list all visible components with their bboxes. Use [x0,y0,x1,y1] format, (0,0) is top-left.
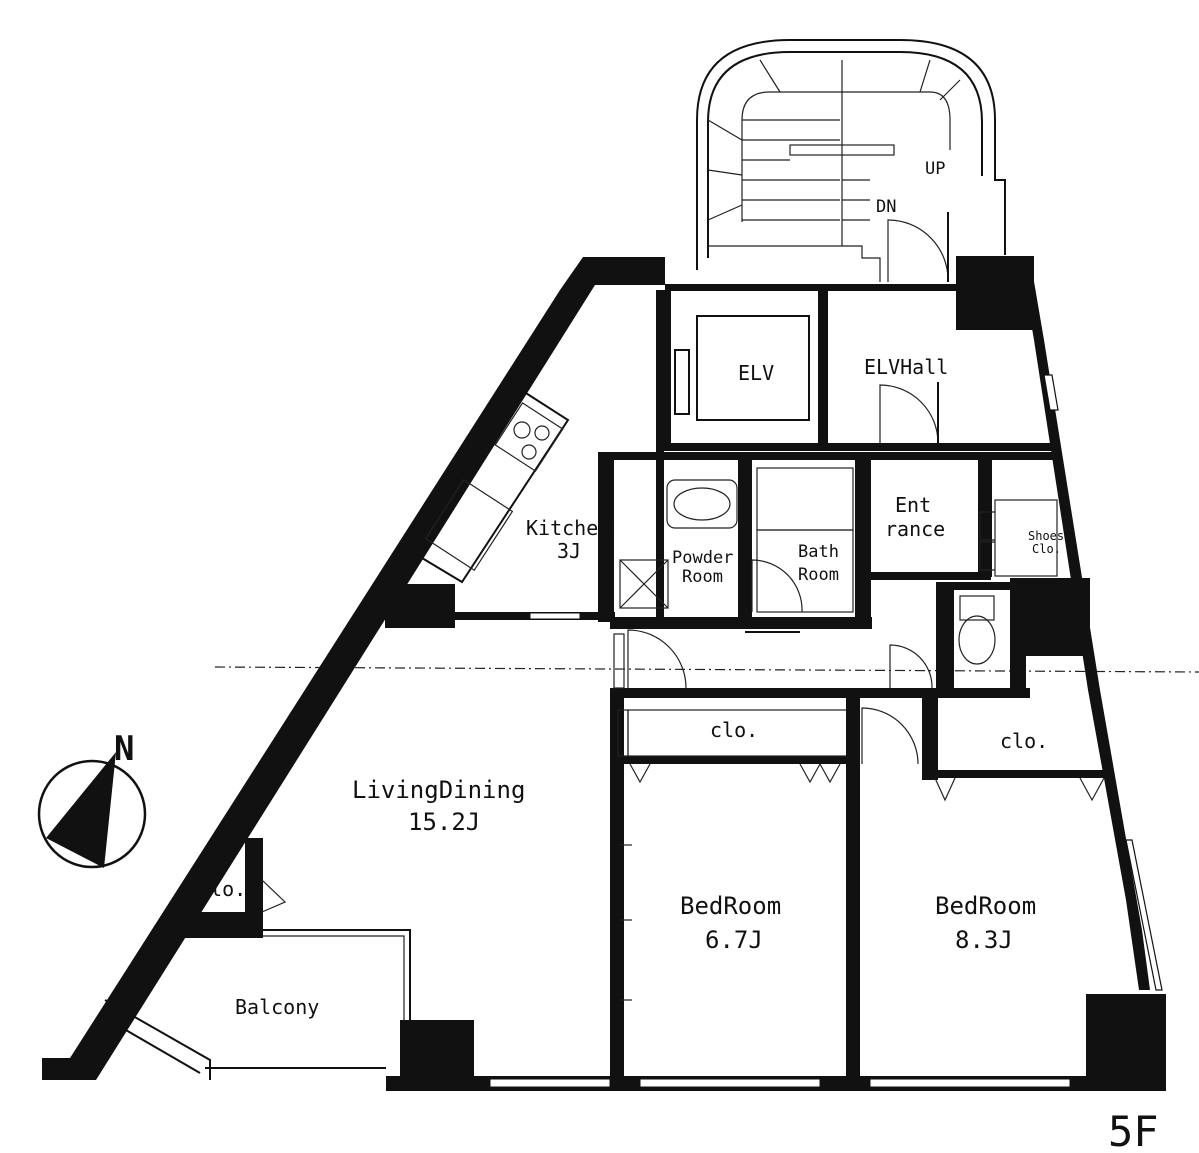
stair-up-label: UP [925,159,945,179]
section-line [214,666,1199,673]
powder-label-2: Room [682,567,723,587]
compass-north-label: N [114,729,134,769]
compass-needle-icon [46,752,116,868]
outer-walls [42,256,1166,1091]
entrance-label-2: rance [885,517,945,541]
shoes-label-2: Clo. [1032,542,1061,556]
stair-tower: UP DN [696,39,1006,283]
living-size: 15.2J [408,808,480,836]
bath-label-2: Room [798,565,839,585]
clo-living-label: clo. [198,877,246,901]
bed1-size: 6.7J [705,926,763,954]
elv-label: ELV [738,361,774,385]
compass-ring-icon [37,759,147,869]
clo-bed2-label: clo. [1000,729,1048,753]
kitchen-size: 3J [557,539,581,563]
floor-label: 5F [1108,1107,1159,1153]
compass: N [37,729,147,869]
elv-hall-label: ELVHall [864,355,948,379]
bed2-name: BedRoom [935,892,1036,920]
bed2-size: 8.3J [955,926,1013,954]
living-name: LivingDining [352,776,525,804]
bed1-name: BedRoom [680,892,781,920]
powder-label-1: Powder [672,548,733,568]
balcony-label: Balcony [235,995,319,1019]
entrance-label-1: Ent [895,493,931,517]
stair-down-label: DN [876,197,896,217]
room-labels: ELV ELVHall Kitchen 3J Powder Room Bath … [198,355,1064,1019]
clo-bed1-label: clo. [710,718,758,742]
bath-label-1: Bath [798,542,839,562]
kitchen-name: Kitchen [526,516,610,540]
shoes-label-1: Shoes [1028,529,1064,543]
interior-walls [99,284,1112,1080]
